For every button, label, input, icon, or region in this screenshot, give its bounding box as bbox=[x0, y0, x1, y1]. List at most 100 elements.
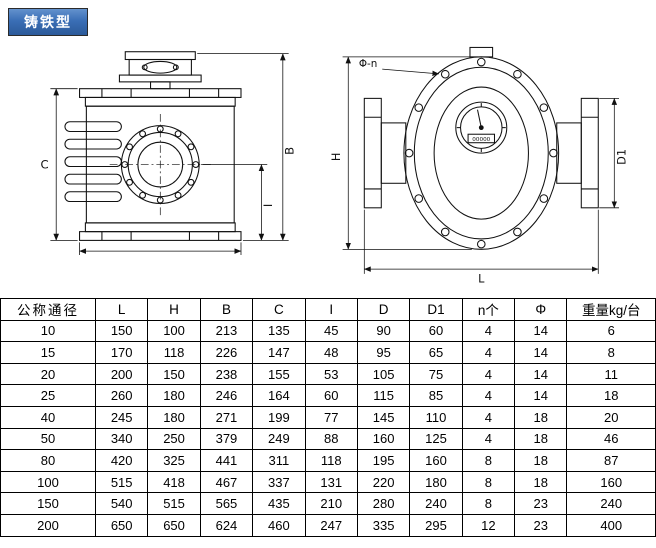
table-cell: 147 bbox=[252, 341, 306, 364]
table-cell: 60 bbox=[304, 384, 358, 407]
dim-label-d1: D1 bbox=[615, 149, 629, 165]
type-badge: 铸铁型 bbox=[8, 8, 88, 36]
table-cell: 14 bbox=[514, 341, 568, 364]
dim-label-l: L bbox=[478, 271, 485, 285]
dimension-labels: Φ-n H D1 L 00000 bbox=[330, 58, 629, 285]
table-cell: 280 bbox=[356, 492, 411, 515]
table-cell: 240 bbox=[566, 492, 656, 515]
table-row: 80 420 325 441 311 118 195 160 8 18 87 bbox=[0, 449, 656, 472]
table-cell: 650 bbox=[94, 513, 149, 537]
table-cell: 650 bbox=[147, 513, 201, 537]
table-row: 200 650 650 624 460 247 335 295 12 23 40… bbox=[0, 513, 656, 537]
column-header: 公称通径 bbox=[0, 298, 96, 321]
dimension-table: 公称通径 L H B C I D D1 n个 Φ 重量kg/台 10 150 1… bbox=[0, 298, 656, 537]
table-cell: 15 bbox=[0, 341, 96, 364]
table-cell: 340 bbox=[94, 427, 149, 451]
table-cell: 8 bbox=[461, 449, 516, 472]
bolt bbox=[126, 143, 133, 151]
dimension-lines bbox=[50, 53, 289, 255]
dimension-table-body: 10 150 100 213 135 45 90 60 4 14 6 15 17… bbox=[0, 319, 656, 537]
table-cell: 435 bbox=[252, 492, 306, 515]
table-cell: 100 bbox=[0, 470, 96, 494]
table-cell: 77 bbox=[304, 405, 358, 429]
table-cell: 88 bbox=[304, 427, 358, 451]
table-cell: 118 bbox=[147, 341, 201, 364]
table-row: 50 340 250 379 249 88 160 125 4 18 46 bbox=[0, 427, 656, 451]
table-cell: 131 bbox=[304, 470, 358, 494]
column-header: I bbox=[304, 298, 358, 321]
table-cell: 100 bbox=[147, 319, 201, 343]
table-cell: 8 bbox=[461, 492, 516, 515]
table-cell: 125 bbox=[409, 427, 463, 451]
table-cell: 118 bbox=[304, 449, 358, 472]
table-cell: 400 bbox=[566, 513, 656, 537]
table-cell: 155 bbox=[252, 362, 306, 386]
oval-body bbox=[403, 46, 560, 250]
table-cell: 379 bbox=[199, 427, 254, 451]
table-cell: 164 bbox=[252, 384, 306, 407]
column-header: B bbox=[199, 298, 254, 321]
table-cell: 220 bbox=[356, 470, 411, 494]
table-cell: 75 bbox=[409, 362, 463, 386]
bolt bbox=[539, 103, 549, 112]
table-cell: 4 bbox=[461, 384, 516, 407]
table-cell: 460 bbox=[252, 513, 306, 537]
table-cell: 105 bbox=[356, 362, 411, 386]
table-cell: 441 bbox=[199, 449, 254, 472]
dial-counter-digits: 00000 bbox=[472, 137, 490, 143]
bolt bbox=[513, 69, 522, 79]
table-cell: 170 bbox=[94, 341, 149, 364]
table-cell: 25 bbox=[0, 384, 96, 407]
table-cell: 249 bbox=[252, 427, 306, 451]
table-cell: 200 bbox=[94, 362, 149, 386]
table-cell: 260 bbox=[94, 384, 149, 407]
table-cell: 115 bbox=[356, 384, 411, 407]
table-cell: 11 bbox=[566, 362, 656, 386]
table-cell: 247 bbox=[304, 513, 358, 537]
table-cell: 240 bbox=[409, 492, 463, 515]
right-flange bbox=[556, 97, 599, 209]
table-cell: 4 bbox=[461, 405, 516, 429]
table-cell: 245 bbox=[94, 405, 149, 429]
table-cell: 271 bbox=[199, 405, 254, 429]
dim-label-i: I bbox=[261, 204, 275, 207]
bolt bbox=[174, 191, 182, 199]
dial-indicator bbox=[455, 101, 508, 154]
bolt bbox=[414, 103, 424, 112]
table-row: 150 540 515 565 435 210 280 240 8 23 240 bbox=[0, 492, 656, 515]
bolt bbox=[440, 69, 450, 79]
table-cell: 420 bbox=[94, 449, 149, 472]
column-header: D1 bbox=[409, 298, 463, 321]
bolt bbox=[414, 194, 424, 203]
bolt bbox=[174, 130, 182, 138]
table-cell: 160 bbox=[566, 470, 656, 494]
table-cell: 337 bbox=[252, 470, 306, 494]
column-header: n个 bbox=[461, 298, 516, 321]
table-cell: 150 bbox=[94, 319, 149, 343]
table-cell: 467 bbox=[199, 470, 254, 494]
bottom-flange bbox=[79, 222, 242, 241]
bolt bbox=[539, 194, 549, 203]
dim-label-b: B bbox=[283, 147, 297, 155]
table-cell: 160 bbox=[356, 427, 411, 451]
top-flange bbox=[79, 88, 242, 107]
column-header: D bbox=[356, 298, 411, 321]
bolt bbox=[187, 178, 195, 186]
centerlines bbox=[109, 113, 211, 216]
table-cell: 4 bbox=[461, 362, 516, 386]
table-cell: 14 bbox=[514, 319, 568, 343]
column-header: L bbox=[94, 298, 149, 321]
dim-label-phi-n: Φ-n bbox=[359, 58, 377, 70]
table-cell: 4 bbox=[461, 427, 516, 451]
table-cell: 150 bbox=[147, 362, 201, 386]
table-cell: 85 bbox=[409, 384, 463, 407]
table-row: 40 245 180 271 199 77 145 110 4 18 20 bbox=[0, 405, 656, 429]
table-cell: 80 bbox=[0, 449, 96, 472]
dim-label-h: H bbox=[330, 153, 343, 162]
table-row: 20 200 150 238 155 53 105 75 4 14 11 bbox=[0, 362, 656, 386]
dimension-labels: C B I bbox=[40, 147, 296, 207]
table-cell: 160 bbox=[409, 449, 463, 472]
table-header-row: 公称通径 L H B C I D D1 n个 Φ 重量kg/台 bbox=[0, 298, 656, 321]
table-cell: 180 bbox=[147, 384, 201, 407]
